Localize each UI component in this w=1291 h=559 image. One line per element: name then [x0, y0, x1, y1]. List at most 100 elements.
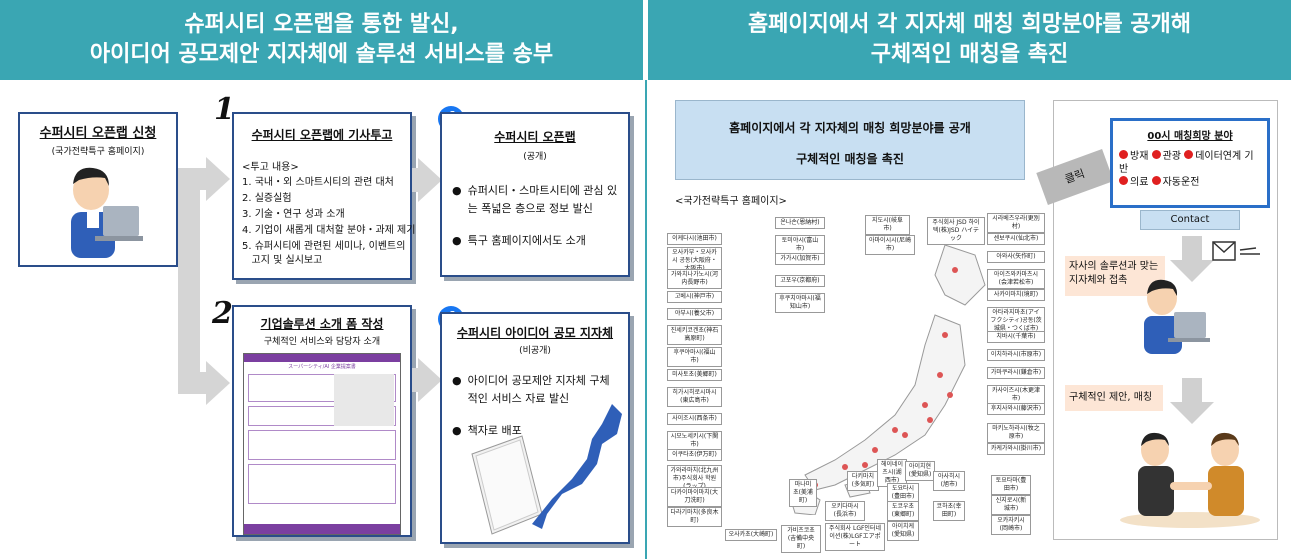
- openlab-box: 수퍼시티 오픈랩 (공개) ●슈퍼시티・스마트시티에 관심 있는 폭넓은 층으로…: [440, 112, 630, 277]
- right-banner-line2: 구체적인 매칭을 촉진: [796, 152, 904, 166]
- city-label: 아와사(矢作町): [987, 251, 1045, 263]
- contact-label: Contact: [1170, 214, 1210, 225]
- idea-bullet-1: ●아이디어 공모제안 지자체 구체적인 서비스 자료 발신: [452, 374, 610, 405]
- connector-vertical: [178, 168, 200, 380]
- arrow-to-step1: [206, 157, 230, 201]
- site-label: <국가전략특구 홈페이지>: [675, 196, 787, 207]
- city-label: 이쿠타초(伊万町): [667, 449, 722, 461]
- step2-title: 기업솔루션 소개 폼 작성: [260, 317, 384, 331]
- booklet-map-illustration: [471, 404, 622, 535]
- city-label: 마키노하라시(牧之原市): [987, 423, 1045, 443]
- city-label: 후지사와시(藤沢市): [987, 403, 1045, 415]
- city-label: 이케다시(池田市): [667, 233, 722, 245]
- right-header-line1: 홈페이지에서 각 지자체 매칭 희망분야를 공개해: [747, 12, 1192, 37]
- connector-top: [178, 168, 206, 190]
- form-section-3: [248, 430, 396, 460]
- apply-sub: (국가전략특구 홈페이지): [51, 147, 145, 157]
- proposal-box: 구체적인 제안, 매칭: [1065, 385, 1163, 411]
- form-header-bar: [244, 354, 400, 362]
- step1-item-6: 고지 및 실시보고: [242, 255, 323, 266]
- form-section-1: [248, 374, 396, 402]
- step1-item-5: 5. 슈퍼시티에 관련된 세미나, 이벤트의: [242, 241, 406, 252]
- city-label: 시라베즈우라(更別村): [987, 213, 1045, 233]
- match-title: 00시 매칭희망 분야: [1147, 131, 1233, 142]
- arrow-step1-openlab: [418, 158, 442, 202]
- city-label: 가마쿠라시(鎌倉市): [987, 367, 1045, 379]
- arrow-step1-stem: [412, 168, 420, 192]
- city-label: 히가시히로시마시(東広島市): [667, 387, 722, 407]
- step2-number: 2: [212, 296, 233, 331]
- match-fields-row2: 의료 자동운전: [1119, 176, 1261, 189]
- arrow-step2-stem: [412, 368, 420, 392]
- step1-item-3: 3. 기술・연구 성과 소개: [242, 209, 345, 220]
- arrow-down-icon: [1170, 236, 1214, 282]
- mail-icon: [1212, 241, 1260, 261]
- form-section-4: [248, 464, 396, 504]
- city-label: 다카이마이마치(大刀洗町): [667, 487, 722, 507]
- city-label: 가와치나가노시(河内長野市): [667, 269, 722, 289]
- right-banner-line1: 홈페이지에서 각 지자체의 매칭 희망분야를 공개: [729, 121, 971, 135]
- step2-box: 기업솔루션 소개 폼 작성 구체적인 서비스와 담당자 소개 スーパーシティ/A…: [232, 305, 412, 537]
- city-label: 아사히시(旭市): [933, 471, 965, 491]
- step1-number: 1: [214, 92, 235, 127]
- left-header: 슈퍼시티 오픈랩을 통한 발신, 아이디어 공모제안 지자체에 솔루션 서비스를…: [0, 0, 643, 80]
- arrow-step2-idea: [418, 358, 442, 402]
- arrow-to-step2: [206, 361, 230, 405]
- city-label: 토미야시(富山市): [775, 235, 825, 255]
- step1-item-2: 2. 실증실험: [242, 193, 292, 204]
- city-label: 진세키코겐초(神石高原町): [667, 325, 722, 345]
- city-label: 주식회사 LGF인터네이션(株)LGFエアポート: [825, 523, 885, 551]
- handshake-illustration: [1120, 432, 1260, 528]
- right-header-line2: 구체적인 매칭을 촉진: [870, 42, 1069, 67]
- city-label: 아이즈와카마츠시(会津若松市): [987, 269, 1045, 289]
- city-label: 아타라지마초(アイフクシティ)공동(茨城県・つくば市): [987, 307, 1045, 335]
- city-label: 주식회사 JSD 하이텍(株)JSD ハイテック: [927, 217, 985, 245]
- city-label: 야부시(養父市): [667, 308, 722, 320]
- city-label: 오키다마시(長浜市): [825, 501, 865, 521]
- apply-box: 수퍼시티 오픈랩 신청 (국가전략특구 홈페이지): [18, 112, 178, 267]
- city-label: 오사카초(大崎町): [725, 529, 777, 541]
- city-label: 고베시(神戸市): [667, 291, 722, 303]
- city-label: 도요타시(豊田市): [887, 483, 919, 503]
- idea-bullet-2: ●책자로 배포: [452, 424, 522, 437]
- city-label: 후쿠치야마시(福知山市): [775, 293, 825, 313]
- contact-button[interactable]: Contact: [1140, 210, 1240, 230]
- left-header-line2: 아이디어 공모제안 지자체에 솔루션 서비스를 송부: [89, 42, 554, 67]
- panel-divider: [645, 80, 647, 559]
- step1-item-4: 4. 기업이 새롭게 대처할 분야・과제 제기: [242, 225, 416, 236]
- idea-title: 수퍼시티 아이디어 공모 지자체: [456, 326, 614, 340]
- city-label: 토요타마(豊田市): [991, 475, 1031, 495]
- city-label: 오카자키시(岡崎市): [991, 515, 1031, 535]
- arrow-down-icon: [1170, 378, 1214, 424]
- match-box: 00시 매칭희망 분야 방재 관광 데이터연계 기반 의료 자동운전: [1110, 118, 1270, 208]
- city-label: 시모노세키시(下関市): [667, 431, 722, 451]
- person-laptop-icon-2: [1144, 279, 1210, 354]
- form-thumbnail: スーパーシティ/AI 企業提案書: [243, 353, 401, 535]
- city-label: 온나손(恩納村): [775, 217, 825, 229]
- city-label: 마나미초(美浦町): [789, 479, 817, 507]
- step1-title: 수퍼시티 오픈랩에 기사투고: [251, 128, 393, 142]
- city-label: 카사이즈시(木更津市): [987, 385, 1045, 405]
- city-label: 아이치케(愛知県): [887, 521, 919, 541]
- form-footer-bar: [244, 524, 400, 534]
- city-label: 가가시(加賀市): [775, 253, 825, 265]
- openlab-bullet-1: ●슈퍼시티・스마트시티에 관심 있는 폭넓은 층으로 정보 발신: [452, 184, 618, 215]
- click-label: 클릭: [1063, 166, 1087, 187]
- idea-box: 수퍼시티 아이디어 공모 지자체 (비공개) ●아이디어 공모제안 지자체 구체…: [440, 312, 630, 544]
- city-label: 미사토초(美郷町): [667, 369, 722, 381]
- city-label: 후쿠야마시(福山市): [667, 347, 722, 367]
- person-laptop-icon: [71, 167, 143, 258]
- step2-sub: 구체적인 서비스와 담당자 소개: [263, 337, 381, 347]
- city-label: 아이치현(愛知県): [905, 461, 935, 481]
- connector-bottom: [178, 372, 206, 394]
- right-header: 홈페이지에서 각 지자체 매칭 희망분야를 공개해 구체적인 매칭을 촉진: [648, 0, 1291, 80]
- form-title: スーパーシティ/AI 企業提案書: [288, 364, 356, 370]
- city-label: 고포우(京都府): [775, 275, 825, 287]
- city-label: 센보쿠시(仙北市): [987, 233, 1045, 245]
- city-label: 지도시(岐阜市): [865, 215, 910, 235]
- openlab-bullet-2: ●특구 홈페이지에서도 소개: [452, 234, 586, 247]
- left-header-line1: 슈퍼시티 오픈랩을 통한 발신,: [184, 12, 459, 37]
- openlab-title: 수퍼시티 오픈랩: [494, 130, 576, 144]
- form-diagram: [334, 374, 394, 426]
- city-label: 신지로시(新城市): [991, 495, 1031, 515]
